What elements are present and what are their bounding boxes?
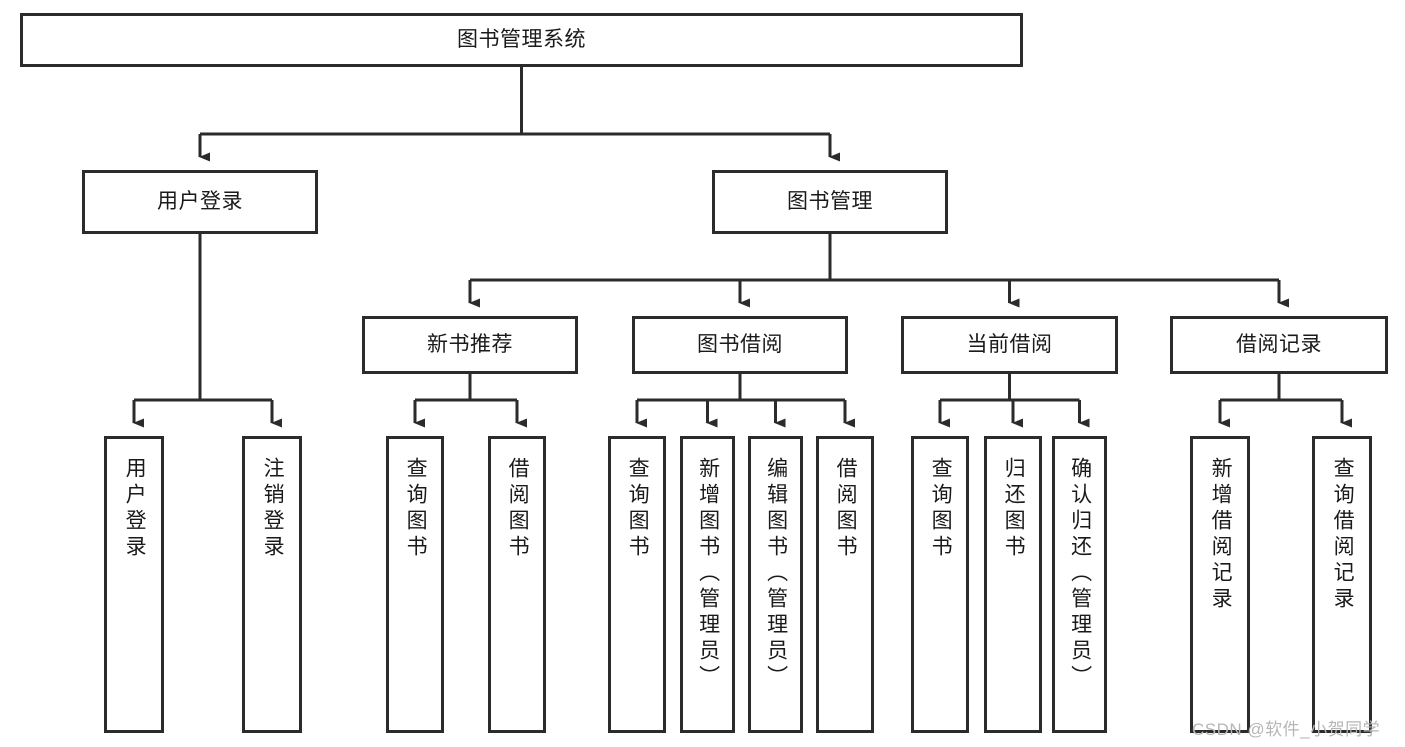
node-label: 图书管理 [787, 189, 873, 213]
node-l-borrow-book-1[interactable]: 借阅图书 [488, 436, 546, 733]
node-newbook[interactable]: 新书推荐 [362, 316, 578, 374]
node-label: 新增借阅记录 [1209, 457, 1233, 613]
node-label: 图书管理系统 [457, 27, 586, 51]
node-label: 当前借阅 [966, 332, 1053, 356]
csdn-watermark: CSDN @软件_小贺同学 [1192, 720, 1381, 739]
node-label: 借阅图书 [506, 457, 530, 561]
node-label: 借阅记录 [1236, 332, 1322, 356]
node-records[interactable]: 借阅记录 [1170, 316, 1388, 374]
node-label: 新书推荐 [427, 332, 513, 356]
node-label: 确认归还（管理员） [1068, 457, 1092, 691]
node-l-query-book-2[interactable]: 查询图书 [608, 436, 666, 733]
node-label: 查询图书 [404, 457, 428, 561]
node-label: 借阅图书 [834, 457, 858, 561]
node-bookmgmt[interactable]: 图书管理 [712, 170, 948, 234]
node-label: 用户登录 [123, 457, 147, 561]
node-l-add-book[interactable]: 新增图书（管理员） [680, 436, 735, 733]
node-l-borrow-book-2[interactable]: 借阅图书 [816, 436, 874, 733]
node-l-query-record[interactable]: 查询借阅记录 [1312, 436, 1372, 733]
node-label: 图书借阅 [697, 332, 783, 356]
node-label: 注销登录 [261, 457, 285, 561]
node-current[interactable]: 当前借阅 [901, 316, 1118, 374]
node-label: 编辑图书（管理员） [764, 457, 788, 691]
node-borrow[interactable]: 图书借阅 [632, 316, 848, 374]
node-l-user-login[interactable]: 用户登录 [104, 436, 164, 733]
node-l-query-book-1[interactable]: 查询图书 [386, 436, 444, 733]
node-l-logout[interactable]: 注销登录 [242, 436, 302, 733]
node-l-query-book-3[interactable]: 查询图书 [911, 436, 969, 733]
node-l-add-record[interactable]: 新增借阅记录 [1190, 436, 1250, 733]
node-login[interactable]: 用户登录 [82, 170, 318, 234]
node-label: 查询图书 [626, 457, 650, 561]
node-label: 新增图书（管理员） [696, 457, 720, 691]
node-l-edit-book[interactable]: 编辑图书（管理员） [748, 436, 803, 733]
node-root[interactable]: 图书管理系统 [20, 13, 1023, 67]
node-label: 查询借阅记录 [1331, 457, 1355, 613]
node-l-return-book[interactable]: 归还图书 [984, 436, 1042, 733]
node-label: 用户登录 [157, 189, 243, 213]
node-label: 查询图书 [929, 457, 953, 561]
node-label: 归还图书 [1002, 457, 1026, 561]
node-l-confirm-ret[interactable]: 确认归还（管理员） [1052, 436, 1107, 733]
